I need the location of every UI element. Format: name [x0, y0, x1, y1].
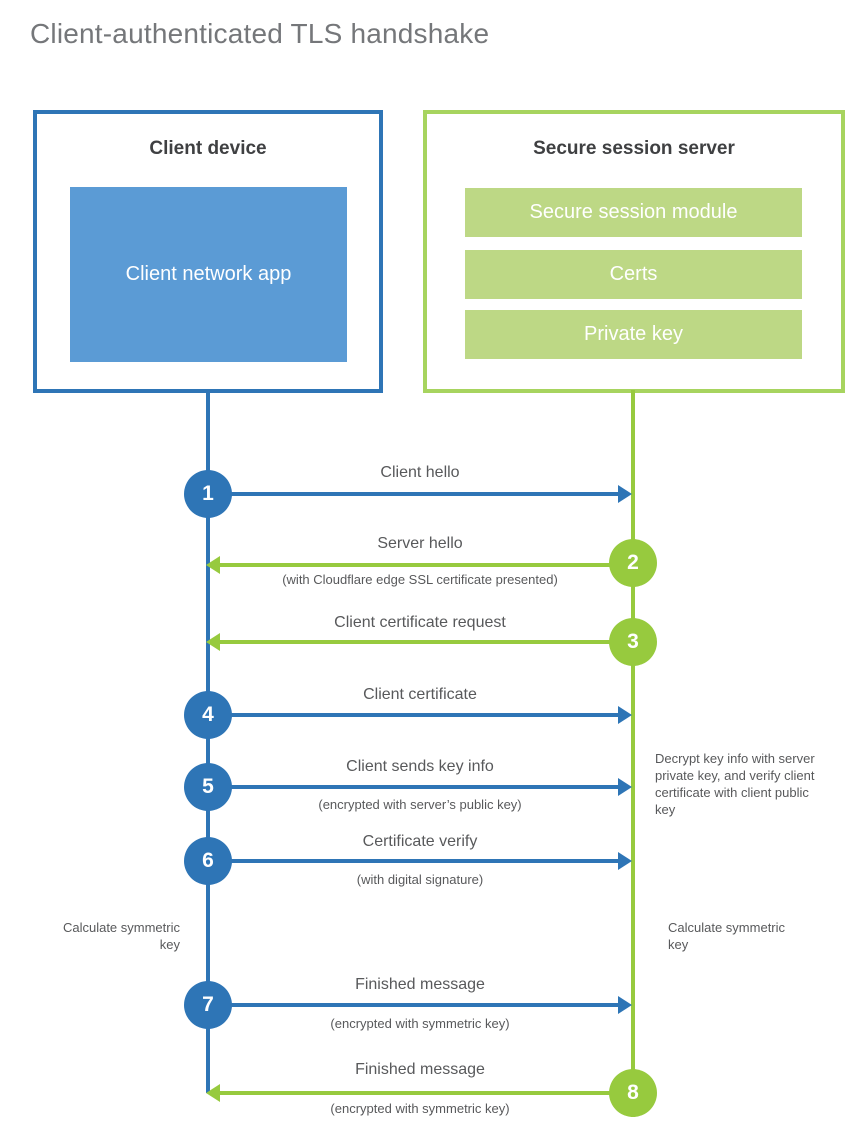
step2-arrowhead-icon: [206, 556, 220, 574]
client-device-box: Client device Client network app: [33, 110, 383, 393]
step5-arrow: [208, 785, 620, 789]
step8-circle: 8: [609, 1069, 657, 1117]
step5-arrowhead-icon: [618, 778, 632, 796]
client-network-app-box: Client network app: [70, 187, 347, 362]
step6-circle: 6: [184, 837, 232, 885]
step8-arrowhead-icon: [206, 1084, 220, 1102]
step6-arrow: [208, 859, 620, 863]
step6-label: Certificate verify: [362, 833, 478, 850]
server-lifeline: [631, 390, 635, 1117]
secure-session-module-bar: Secure session module: [465, 188, 802, 237]
step8-label: Finished message: [355, 1061, 485, 1078]
step2-arrow: [220, 563, 611, 567]
step6-arrowhead-icon: [618, 852, 632, 870]
step7-circle: 7: [184, 981, 232, 1029]
calculate-symmetric-key-note-server: Calculate symmetric key: [668, 920, 786, 952]
step6-sublabel: (with digital signature): [356, 872, 484, 887]
calculate-symmetric-key-note-client: Calculate symmetric key: [62, 920, 180, 952]
step4-label: Client certificate: [363, 686, 477, 703]
step5-sublabel: (encrypted with server’s public key): [318, 797, 522, 812]
step5-circle: 5: [184, 763, 232, 811]
step7-sublabel: (encrypted with symmetric key): [330, 1016, 510, 1031]
private-key-bar: Private key: [465, 310, 802, 359]
step5-label: Client sends key info: [346, 758, 494, 775]
step1-circle: 1: [184, 470, 232, 518]
step1-label: Client hello: [380, 464, 460, 481]
secure-session-server-title: Secure session server: [533, 138, 735, 159]
step4-arrow: [208, 713, 620, 717]
step8-sublabel: (encrypted with symmetric key): [330, 1101, 510, 1116]
step7-label: Finished message: [355, 976, 485, 993]
step3-label: Client certificate request: [334, 614, 506, 631]
step4-circle: 4: [184, 691, 232, 739]
step8-arrow: [220, 1091, 611, 1095]
client-device-title: Client device: [149, 138, 267, 159]
step4-arrowhead-icon: [618, 706, 632, 724]
step3-arrow: [220, 640, 611, 644]
step2-circle: 2: [609, 539, 657, 587]
step1-arrow: [208, 492, 620, 496]
step3-arrowhead-icon: [206, 633, 220, 651]
secure-session-server-box: Secure session server Secure session mod…: [423, 110, 845, 393]
step7-arrow: [208, 1003, 620, 1007]
step2-sublabel: (with Cloudflare edge SSL certificate pr…: [282, 572, 558, 587]
step7-arrowhead-icon: [618, 996, 632, 1014]
page-title: Client-authenticated TLS handshake: [30, 18, 490, 49]
step2-label: Server hello: [377, 535, 463, 552]
client-network-app-label: Client network app: [125, 263, 292, 285]
client-lifeline: [206, 390, 210, 1093]
decrypt-key-note: Decrypt key info with server private key…: [655, 751, 815, 817]
certs-bar: Certs: [465, 250, 802, 299]
step3-circle: 3: [609, 618, 657, 666]
step1-arrowhead-icon: [618, 485, 632, 503]
